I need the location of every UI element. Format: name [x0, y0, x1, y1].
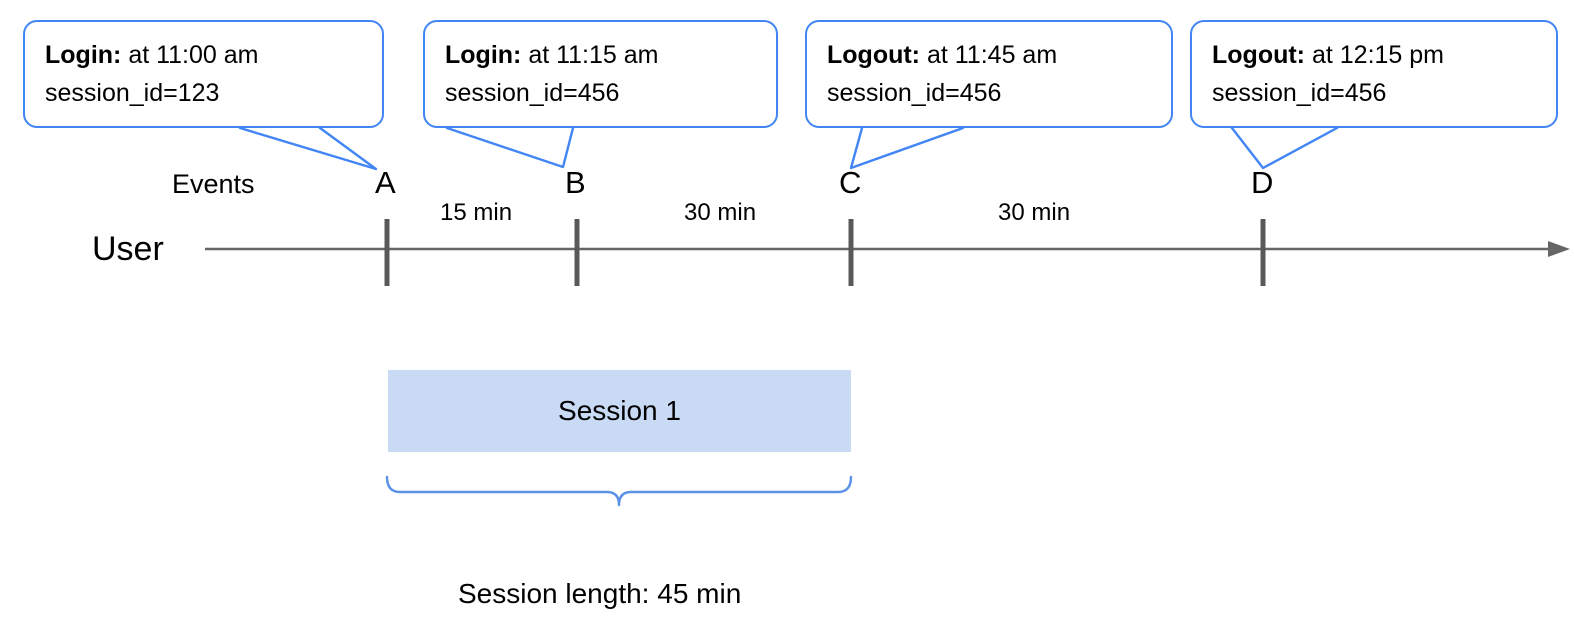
callout-3-line-1: Logout: at 11:45 am	[827, 36, 1153, 74]
session-brace	[385, 475, 853, 507]
callout-2-tail	[445, 126, 575, 169]
callout-3-tail	[849, 126, 965, 170]
callout-box-2: Login: at 11:15 am session_id=456	[423, 20, 778, 128]
callout-4-detail: at 12:15 pm	[1311, 41, 1444, 69]
callout-box-4: Logout: at 12:15 pm session_id=456	[1190, 20, 1558, 128]
events-row-label: Events	[172, 169, 255, 199]
callout-2-detail: at 11:15 am	[528, 41, 659, 69]
session-length-caption: Session length: 45 min	[458, 578, 742, 609]
callout-2-line-1: Login: at 11:15 am	[445, 36, 758, 74]
callout-4-session: session_id=456	[1212, 79, 1387, 107]
event-label-d: D	[1251, 165, 1274, 200]
user-row-label: User	[92, 230, 164, 268]
callout-4-line-1: Logout: at 12:15 pm	[1212, 36, 1538, 74]
callout-3-session: session_id=456	[827, 79, 1002, 107]
callout-1-type: Login:	[45, 41, 122, 69]
event-label-b: B	[565, 165, 586, 200]
event-label-c: C	[839, 165, 862, 200]
callout-3-detail: at 11:45 am	[926, 41, 1058, 69]
callout-1-tail	[238, 126, 378, 171]
callout-1-session: session_id=123	[45, 79, 220, 107]
callout-1-line-1: Login: at 11:00 am	[45, 36, 364, 74]
session-bar-label: Session 1	[558, 395, 681, 426]
callout-3-type: Logout:	[827, 41, 921, 69]
callout-4-type: Logout:	[1212, 41, 1306, 69]
callout-box-3: Logout: at 11:45 am session_id=456	[805, 20, 1173, 128]
callout-box-1: Login: at 11:00 am session_id=123	[23, 20, 384, 128]
callout-4-tail	[1230, 126, 1339, 170]
callout-2-type: Login:	[445, 41, 522, 69]
session-bar: Session 1	[388, 370, 851, 452]
event-label-a: A	[375, 165, 396, 200]
duration-label-c-d: 30 min	[998, 199, 1071, 226]
duration-label-b-c: 30 min	[684, 199, 757, 226]
callout-1-detail: at 11:00 am	[128, 41, 259, 69]
duration-label-a-b: 15 min	[440, 199, 513, 226]
callout-2-session: session_id=456	[445, 79, 620, 107]
timeline-arrowhead	[1548, 241, 1570, 257]
